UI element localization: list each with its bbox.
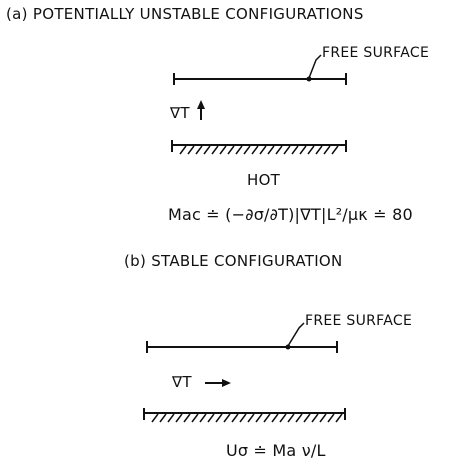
free-surface-label-a: FREE SURFACE — [322, 45, 430, 61]
marangoni-equation: Mac ≐ (−∂σ/∂T)|∇T|L²/μκ ≐ 80 — [168, 205, 413, 224]
free-surface-line-b — [146, 341, 338, 353]
section-a-title: (a) POTENTIALLY UNSTABLE CONFIGURATIONS — [6, 5, 364, 23]
gradient-label-b: ∇T — [172, 373, 192, 391]
hot-label: HOT — [247, 171, 281, 189]
free-surface-leader-a — [306, 54, 322, 82]
free-surface-line-a — [173, 73, 347, 85]
free-surface-leader-b — [285, 322, 305, 350]
velocity-equation: Uσ ≐ Ma ν/L — [226, 441, 326, 460]
gradient-arrow-right-icon — [205, 379, 231, 387]
wall-b — [143, 408, 346, 423]
gradient-label-a: ∇T — [170, 104, 190, 122]
hot-wall-a — [171, 140, 347, 155]
gradient-arrow-up-icon — [197, 100, 205, 120]
section-b-title: (b) STABLE CONFIGURATION — [124, 252, 343, 270]
free-surface-label-b: FREE SURFACE — [305, 313, 413, 329]
